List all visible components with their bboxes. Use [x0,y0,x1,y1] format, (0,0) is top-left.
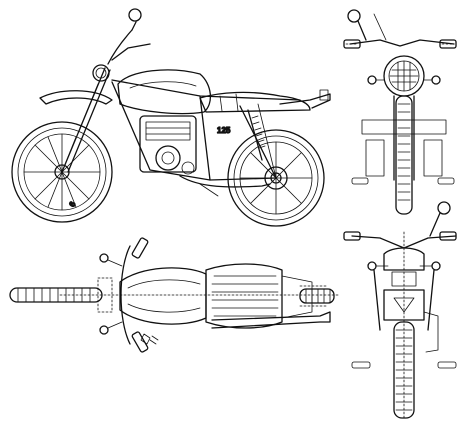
rear-signal-right [431,261,441,271]
exhaust-top [211,311,331,329]
headlight [92,64,110,82]
front-fender [39,90,113,105]
turn-signal-left [367,75,377,85]
exhaust [179,175,271,188]
mirror-right-rear [429,201,451,237]
rear-tire-top [299,288,335,304]
front-view [343,9,457,215]
rear-view [343,201,457,421]
engine [139,115,197,175]
front-fork [61,67,111,173]
tire-mark-label: 6 [67,200,77,209]
license-plate [383,289,425,321]
rear-shock [247,109,266,161]
rear-fender [279,93,331,109]
seat [199,91,311,113]
fuel-tank [117,69,211,115]
side-view: 125 6 [11,8,331,227]
rear-signal-left [367,261,377,271]
handlebar-front [343,39,457,49]
mirror-left [347,9,367,41]
front-tire-front-view [395,95,413,215]
top-view [9,237,341,353]
seat-top [205,263,283,329]
handlebar [107,8,151,65]
turn-signal-right [431,75,441,85]
fuel-tank-top [119,267,207,325]
handlebar-rear [343,231,457,249]
tank-number-label: 125 [217,126,231,135]
headlight-front [383,55,425,97]
